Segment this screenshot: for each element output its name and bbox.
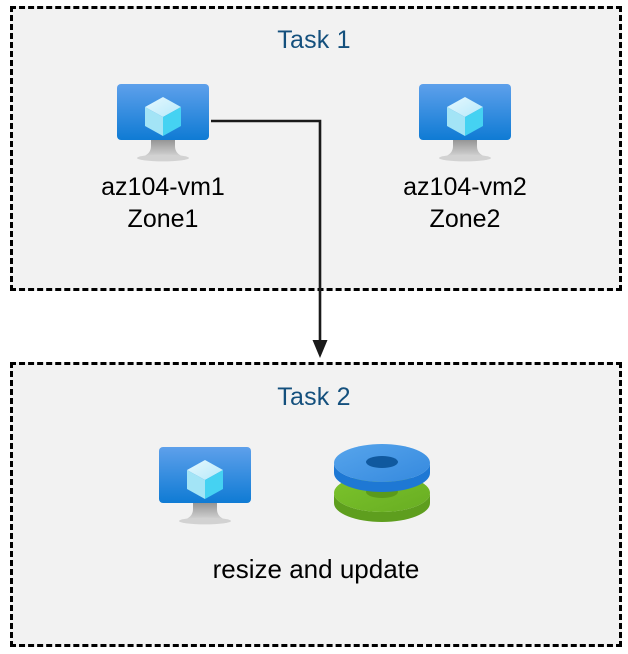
task-2-group-box xyxy=(10,362,622,647)
task-2-title: Task 2 xyxy=(277,383,351,411)
node-label-az104-vm2: az104-vm2 Zone2 xyxy=(403,173,527,233)
azure-virtual-machine-icon xyxy=(159,447,251,525)
task-2-caption: resize and update xyxy=(212,554,420,584)
node-az104-vm1[interactable]: az104-vm1 Zone1 xyxy=(58,80,268,235)
connector-arrowhead-icon xyxy=(312,340,328,358)
node-label-az104-vm1: az104-vm1 Zone1 xyxy=(101,173,225,233)
task-1-title: Task 1 xyxy=(277,26,351,54)
azure-virtual-machine-icon xyxy=(419,84,511,162)
azure-virtual-machine-icon xyxy=(117,84,209,162)
node-az104-vm2[interactable]: az104-vm2 Zone2 xyxy=(360,80,570,235)
azure-disks-icon xyxy=(334,444,430,522)
node-vm-task2[interactable] xyxy=(100,443,310,534)
node-disks[interactable] xyxy=(330,441,434,529)
